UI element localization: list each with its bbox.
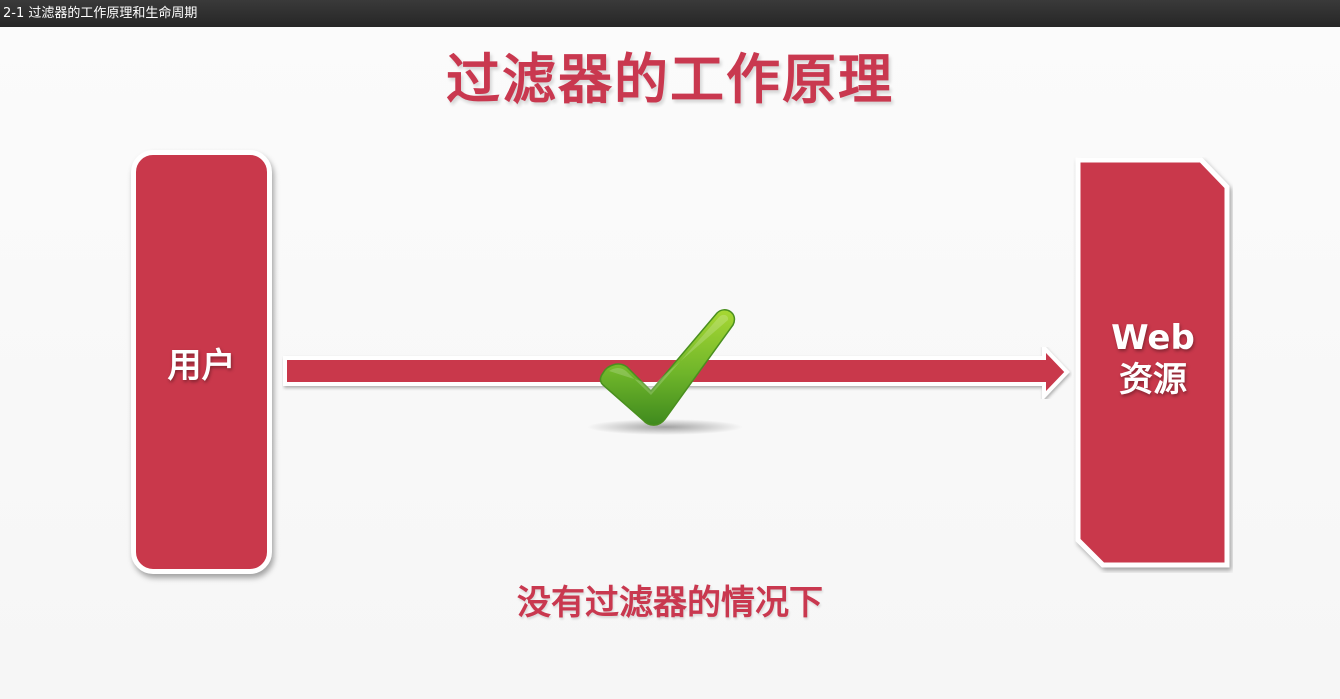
web-resource-label: Web 资源 (1078, 317, 1228, 401)
user-label: 用户 (167, 345, 236, 386)
window-title: 2-1 过滤器的工作原理和生命周期 (3, 6, 198, 21)
web-resource-label-line1: Web (1111, 318, 1195, 358)
green-check-icon (587, 309, 743, 435)
slide: 过滤器的工作原理 用户 (0, 27, 1340, 699)
web-resource-box (1075, 157, 1230, 568)
user-box: 用户 (131, 150, 272, 574)
window-title-bar: 2-1 过滤器的工作原理和生命周期 (0, 0, 1340, 27)
slide-caption: 没有过滤器的情况下 (517, 583, 823, 623)
slide-title: 过滤器的工作原理 (446, 48, 894, 111)
web-resource-label-line2: 资源 (1119, 360, 1187, 400)
